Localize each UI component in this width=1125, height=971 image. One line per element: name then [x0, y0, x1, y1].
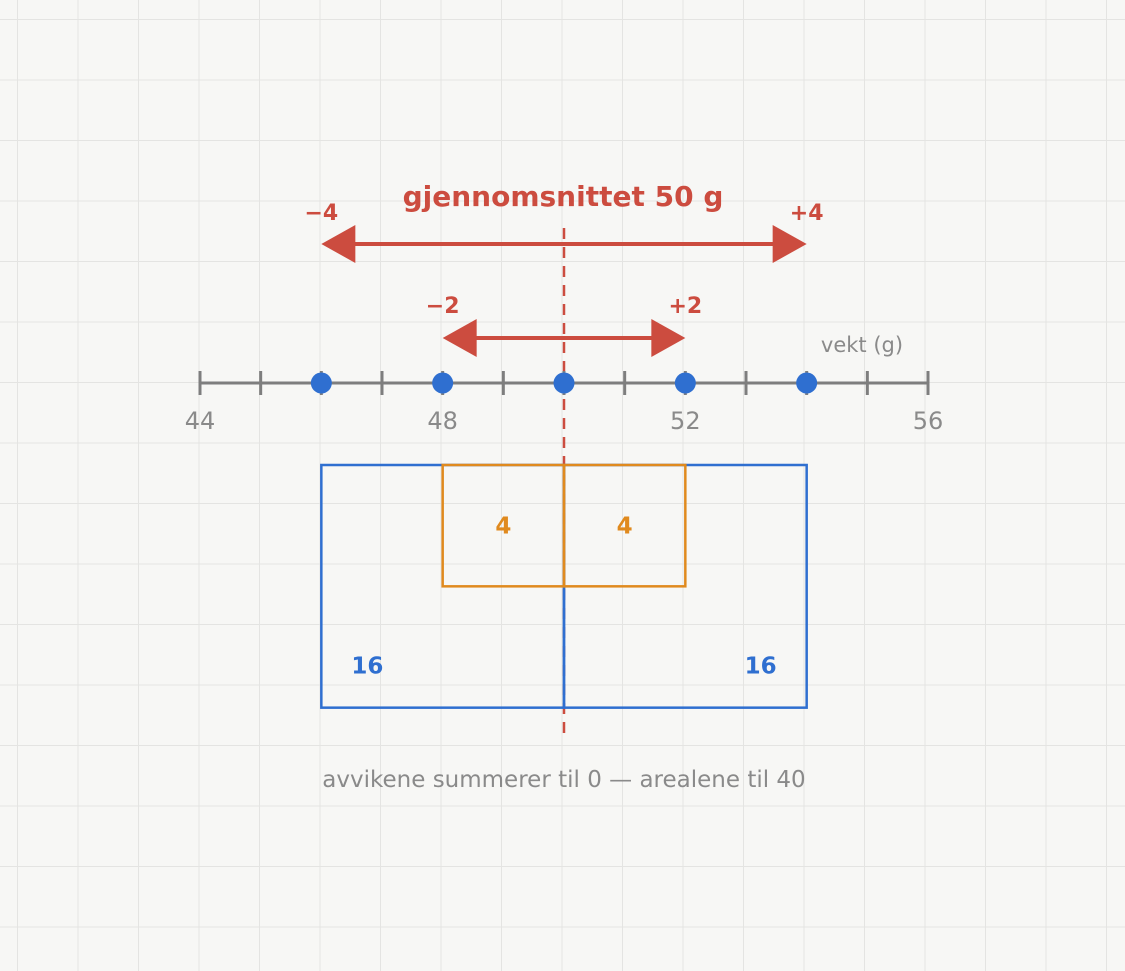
axis-tick-labels: 44 48 52 56 — [185, 407, 944, 435]
inner-arrow-right-head — [651, 319, 686, 357]
caption: avvikene summerer til 0 — arealene til 4… — [322, 767, 805, 793]
outer-arrow-left-head — [321, 225, 356, 263]
tick-label: 52 — [670, 407, 701, 435]
tick-label: 44 — [185, 407, 216, 435]
deviation-label-plus-4: +4 — [790, 201, 824, 226]
tick-label: 56 — [913, 407, 944, 435]
data-point — [674, 372, 696, 394]
square-area-label: 4 — [617, 514, 633, 540]
square-area-label: 4 — [495, 514, 511, 540]
axis-label: vekt (g) — [821, 333, 903, 357]
data-point — [432, 372, 454, 394]
data-point — [553, 372, 575, 394]
square-area-label: 16 — [745, 654, 777, 680]
deviation-label-minus-4: −4 — [304, 201, 338, 226]
data-points — [310, 372, 818, 394]
square-area-label: 16 — [351, 654, 383, 680]
squares-group: 16 16 4 4 — [320, 463, 808, 709]
tick-label: 48 — [427, 407, 458, 435]
data-point — [310, 372, 332, 394]
deviation-arrows: −4 +4 −2 +2 — [304, 201, 824, 357]
number-line: 44 48 52 56 vekt (g) — [185, 333, 944, 435]
outer-arrow-right-head — [772, 225, 807, 263]
deviation-label-plus-2: +2 — [668, 294, 702, 319]
diagram-title: gjennomsnittet 50 g — [403, 180, 724, 213]
deviation-label-minus-2: −2 — [426, 294, 460, 319]
inner-arrow-left-head — [442, 319, 477, 357]
data-point — [796, 372, 818, 394]
deviation-square — [562, 463, 687, 588]
